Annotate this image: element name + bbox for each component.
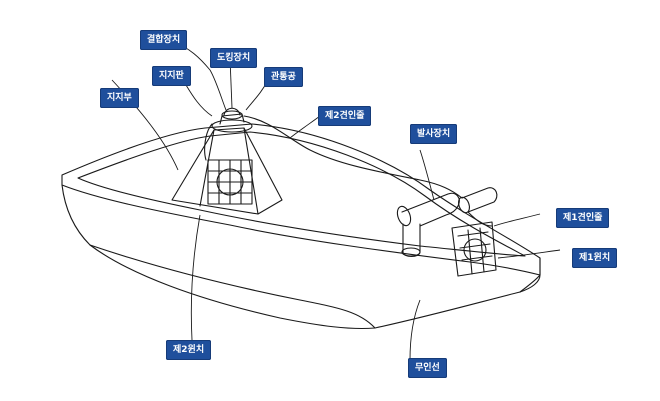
label-coupling-device: 결합장치 — [140, 30, 188, 50]
hull-side — [61, 184, 541, 330]
label-docking-device: 도킹장치 — [210, 48, 258, 68]
label-first-winch: 제1윈치 — [572, 248, 618, 268]
first-tow-line-path — [467, 211, 493, 227]
support-pyramid — [171, 127, 283, 215]
support-plate-shape — [211, 119, 253, 133]
hull-gunwale — [61, 123, 541, 276]
projectile — [461, 187, 498, 213]
first-winch-box — [451, 221, 497, 277]
leader-lines — [111, 39, 561, 361]
label-first-tow-line: 제1견인줄 — [556, 208, 610, 228]
label-launch-device: 발사장치 — [410, 124, 458, 144]
label-support-part: 지지부 — [100, 88, 139, 108]
docking-ring — [221, 110, 243, 120]
hull-inner-rim — [77, 131, 526, 257]
hull-transom — [519, 257, 541, 293]
label-unmanned-vessel: 무인선 — [408, 358, 447, 378]
second-tow-line-path — [243, 115, 463, 199]
label-second-tow-line: 제2견인줄 — [318, 106, 372, 126]
launch-post — [402, 223, 421, 258]
label-through-hole: 관통공 — [264, 67, 303, 87]
label-support-plate: 지지판 — [152, 66, 191, 86]
hull-keel-line — [89, 244, 376, 329]
label-second-winch: 제2윈치 — [166, 340, 212, 360]
launch-tube — [401, 192, 460, 227]
